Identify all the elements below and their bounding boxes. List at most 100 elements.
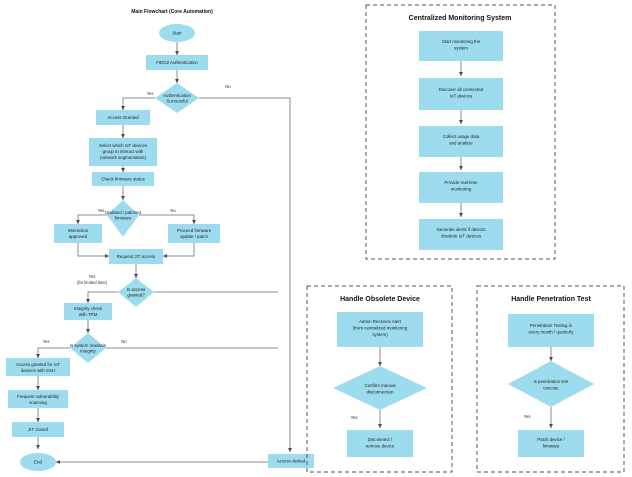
- node-penetration-testing-schedule[interactable]: Penetration Testing in every month / qua…: [508, 314, 594, 347]
- node-proceed-firmware-update[interactable]: Proceed firmware update / patch: [168, 224, 220, 243]
- svg-text:firmware: firmware: [115, 216, 132, 221]
- svg-text:Disconnect /: Disconnect /: [368, 437, 393, 442]
- svg-text:Is access: Is access: [127, 287, 146, 292]
- svg-text:Generate alerts if detects: Generate alerts if detects: [436, 227, 486, 232]
- main-flowchart-title: Main Flowchart (Core Automation): [131, 9, 213, 15]
- node-discover-connected-iot-devices[interactable]: Discover all connected IoT devices: [419, 78, 503, 110]
- svg-text:Provide real-time: Provide real-time: [444, 180, 478, 185]
- node-patch-device-firmware[interactable]: Patch device / firmware: [518, 430, 584, 457]
- svg-text:is penetration test: is penetration test: [534, 379, 569, 384]
- edge-label-auth-no: No: [225, 84, 231, 89]
- node-end[interactable]: End: [20, 453, 56, 471]
- svg-text:remove device: remove device: [366, 444, 395, 449]
- edge-label-access-yes-line1: Yes: [89, 274, 96, 279]
- svg-text:Updated / patched: Updated / patched: [105, 210, 141, 215]
- node-is-access-granted-decision[interactable]: Is access granted?: [118, 278, 154, 307]
- node-check-firmware-status[interactable]: Check firmware status: [92, 172, 154, 186]
- node-generate-alerts-obsolete-devices[interactable]: Generate alerts if detects obsolete IoT …: [419, 219, 503, 250]
- node-authentication-successful-decision[interactable]: Authentication Successful: [155, 83, 199, 113]
- main-flow-edges: [36, 42, 292, 464]
- svg-text:system: system: [454, 46, 468, 51]
- edge-label-firmware-yes: Yes: [98, 208, 105, 213]
- svg-text:every month / quarterly: every month / quarterly: [529, 330, 575, 335]
- svg-text:Collect usage data: Collect usage data: [443, 134, 480, 139]
- svg-text:devices with SSH: devices with SSH: [21, 368, 55, 373]
- edge-label-access-yes-line2: (for limited time): [77, 280, 108, 285]
- edge-label-auth-yes: Yes: [147, 91, 154, 96]
- svg-text:Select which IoT devices: Select which IoT devices: [99, 143, 148, 148]
- svg-text:Discover all connected: Discover all connected: [439, 87, 484, 92]
- node-access-granted[interactable]: Access Granted: [96, 110, 150, 125]
- node-firmware-updated-decision[interactable]: Updated / patched firmware: [105, 200, 141, 237]
- edge-label-integrity-yes: Yes: [43, 339, 50, 344]
- svg-text:Confirm manual: Confirm manual: [365, 383, 396, 388]
- svg-text:approved: approved: [69, 234, 88, 239]
- panel-title-centralized-monitoring-system: Centralized Monitoring System: [409, 15, 512, 22]
- svg-text:Penetration Testing in: Penetration Testing in: [530, 323, 573, 328]
- node-provide-realtime-monitoring[interactable]: Provide real-time monitoring: [419, 172, 503, 203]
- node-ssh-access-granted[interactable]: Access granted for IoT devices with SSH: [6, 358, 70, 376]
- node-frequent-vulnerability-scanning[interactable]: Frequent vulnerability scanning: [8, 390, 68, 408]
- svg-text:JIT closed: JIT closed: [28, 427, 48, 432]
- svg-text:disconnection: disconnection: [367, 390, 394, 395]
- edge-label-pentest-yes: Yes: [524, 414, 531, 419]
- node-system-integrity-decision[interactable]: Is system maintain integrity: [70, 333, 107, 363]
- node-access-denied[interactable]: Access denied: [268, 454, 314, 468]
- node-select-iot-device-group[interactable]: Select which IoT devices group to intera…: [89, 138, 157, 166]
- panel-title-handle-obsolete-device: Handle Obsolete Device: [340, 296, 420, 303]
- svg-text:firmware: firmware: [543, 444, 560, 449]
- node-request-jit-access[interactable]: Request JIT access: [109, 249, 163, 264]
- svg-text:Access denied: Access denied: [277, 459, 306, 464]
- svg-text:Successful: Successful: [166, 99, 187, 104]
- node-is-penetration-test-execute[interactable]: is penetration test execute: [508, 361, 594, 407]
- panel-centralized-monitoring-system: [365, 4, 556, 260]
- panel-handle-penetration-test: [476, 285, 625, 473]
- node-interaction-approved[interactable]: Interaction approved: [54, 224, 102, 243]
- svg-text:Admin Receives Alert: Admin Receives Alert: [359, 319, 402, 324]
- svg-text:system): system): [372, 332, 388, 337]
- svg-text:FIDO2 Authentication: FIDO2 Authentication: [156, 60, 198, 65]
- node-start-monitoring-system[interactable]: Start monitoring the system: [419, 31, 503, 61]
- node-admin-receives-alert[interactable]: Admin Receives Alert (from centralized m…: [337, 312, 423, 347]
- svg-text:Patch device /: Patch device /: [537, 437, 565, 442]
- panel-handle-obsolete-device: [306, 285, 453, 473]
- svg-text:Request JIT access: Request JIT access: [117, 254, 156, 259]
- svg-text:update / patch: update / patch: [180, 234, 208, 239]
- svg-text:group to interact with: group to interact with: [103, 149, 144, 154]
- node-disconnect-remove-device[interactable]: Disconnect / remove device: [347, 430, 413, 457]
- svg-text:Interaction: Interaction: [68, 228, 89, 233]
- node-confirm-manual-disconnection[interactable]: Confirm manual disconnection: [333, 366, 427, 410]
- svg-text:Integrity check: Integrity check: [74, 306, 103, 311]
- node-start[interactable]: Start: [159, 24, 195, 42]
- svg-text:granted?: granted?: [127, 293, 145, 298]
- node-jit-closed[interactable]: JIT closed: [12, 422, 64, 437]
- svg-text:and analyze: and analyze: [449, 141, 473, 146]
- svg-text:End: End: [34, 460, 42, 465]
- edge-label-integrity-no: No: [121, 339, 127, 344]
- svg-text:(network segmentation): (network segmentation): [100, 155, 146, 160]
- svg-text:monitoring: monitoring: [451, 187, 472, 192]
- svg-text:Proceed firmware: Proceed firmware: [177, 228, 212, 233]
- node-collect-usage-data[interactable]: Collect usage data and analyze: [419, 126, 503, 157]
- svg-text:with TPM: with TPM: [79, 312, 98, 317]
- svg-text:obsolete IoT devices: obsolete IoT devices: [441, 234, 482, 239]
- svg-text:Authentication: Authentication: [163, 93, 191, 98]
- svg-text:scanning: scanning: [29, 400, 47, 405]
- svg-text:integrity: integrity: [80, 349, 96, 354]
- svg-text:execute: execute: [543, 386, 559, 391]
- svg-text:Is system maintain: Is system maintain: [70, 343, 107, 348]
- svg-text:Start: Start: [172, 31, 182, 36]
- node-integrity-check-tpm[interactable]: Integrity check with TPM: [64, 303, 112, 320]
- svg-text:Check firmware status: Check firmware status: [101, 177, 145, 182]
- svg-text:Access granted for IoT: Access granted for IoT: [16, 362, 60, 367]
- svg-text:IoT devices: IoT devices: [450, 94, 473, 99]
- svg-text:(from centralized monitoring: (from centralized monitoring: [353, 326, 408, 331]
- svg-text:Frequent vulnerability: Frequent vulnerability: [17, 394, 60, 399]
- svg-text:Access Granted: Access Granted: [107, 115, 139, 120]
- edge-label-firmware-no: No: [170, 208, 176, 213]
- edge-label-obsolete-yes: Yes: [351, 415, 358, 420]
- node-fido2-authentication[interactable]: FIDO2 Authentication: [146, 55, 208, 70]
- panel-title-handle-penetration-test: Handle Penetration Test: [511, 296, 591, 303]
